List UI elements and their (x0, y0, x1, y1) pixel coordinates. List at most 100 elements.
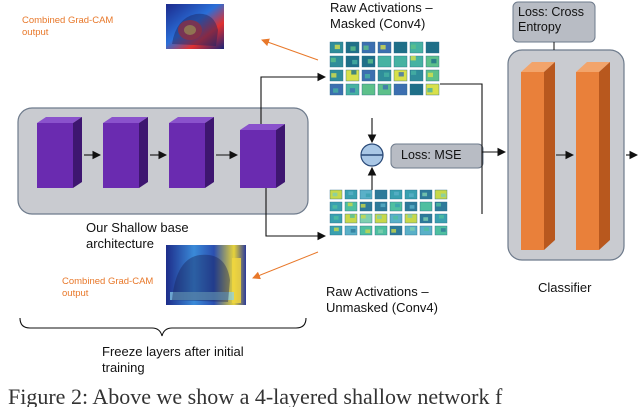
activation-thumbnail (409, 69, 424, 82)
activation-thumbnail (329, 55, 344, 68)
activation-highlight (360, 214, 366, 219)
activation-highlight (332, 205, 338, 209)
fc-layer-1 (521, 62, 555, 250)
activation-highlight (440, 193, 446, 198)
arrow-to-masked (260, 72, 327, 124)
classifier-label: Classifier (538, 280, 592, 295)
activation-highlight (395, 203, 400, 208)
activation-highlight (334, 44, 340, 50)
activation-highlight (363, 45, 369, 50)
loss-mse-box (390, 143, 484, 169)
activation-highlight (347, 202, 353, 207)
raw-unmasked-label: Raw Activations – Unmasked (Conv4) (326, 284, 438, 315)
activation-highlight (381, 59, 387, 64)
activation-highlight (360, 203, 366, 208)
activation-highlight (380, 191, 386, 196)
activation-highlight (424, 227, 429, 231)
activation-highlight (368, 86, 374, 91)
activation-highlight (382, 85, 389, 90)
activation-highlight (348, 191, 354, 196)
activation-highlight (410, 227, 415, 231)
activation-thumbnail (329, 69, 344, 82)
activation-highlight (396, 84, 403, 89)
gradcam-bottom-label: Combined Grad-CAM output (62, 276, 154, 299)
shallow-base-label: Our Shallow base architecture (86, 220, 189, 251)
activation-highlight (423, 217, 429, 221)
gradcam-top-image (166, 4, 224, 49)
freeze-label: Freeze layers after initial training (102, 344, 244, 375)
activation-highlight (422, 192, 428, 197)
activation-highlight (333, 216, 339, 220)
activation-highlight (410, 44, 416, 49)
conv-cube-3 (169, 117, 214, 188)
activation-highlight (391, 229, 397, 233)
raw-masked-label: Raw Activations – Masked (Conv4) (330, 0, 433, 31)
activation-thumbnail (409, 41, 424, 54)
activation-highlight (410, 56, 416, 61)
activation-thumbnail (344, 213, 358, 224)
conv-cube-4 (240, 124, 285, 188)
activation-highlight (352, 59, 358, 65)
activation-highlight (351, 70, 357, 75)
activation-highlight (440, 228, 446, 232)
activation-thumbnail (359, 201, 373, 212)
activation-highlight (408, 193, 414, 197)
gradcam-bottom-image (166, 245, 246, 305)
activation-highlight (331, 73, 337, 78)
activation-highlight (383, 72, 390, 77)
conv-cube-1 (37, 117, 82, 188)
loss-mse-label: Loss: MSE (401, 148, 462, 162)
freeze-brace (19, 317, 307, 337)
unmasked-activation-grid (329, 189, 448, 236)
activation-highlight (350, 229, 356, 233)
activation-highlight (394, 191, 399, 196)
figure-caption: Figure 2: Above we show a 4-layered shal… (8, 384, 503, 407)
activation-highlight (425, 202, 430, 207)
activation-highlight (429, 44, 435, 49)
activation-highlight (427, 72, 434, 78)
activation-highlight (380, 203, 386, 208)
activation-highlight (380, 45, 386, 50)
gradcam-top-label: Combined Grad-CAM output (22, 15, 114, 38)
activation-highlight (364, 73, 371, 79)
activation-highlight (427, 87, 433, 93)
orange-arrow-top (261, 38, 319, 61)
activation-highlight (376, 215, 382, 219)
fc-layer-2 (576, 62, 610, 250)
activation-highlight (436, 202, 441, 207)
activation-highlight (333, 88, 339, 93)
conv-cube-2 (103, 117, 148, 188)
activation-highlight (333, 227, 339, 232)
activation-thumbnail (434, 201, 448, 212)
activation-highlight (349, 88, 356, 93)
activation-thumbnail (393, 83, 408, 96)
shallow-base-panel (17, 107, 309, 215)
activation-thumbnail (393, 41, 408, 54)
orange-arrow-bottom (252, 251, 319, 280)
connector-to-classifier (440, 83, 483, 214)
activation-highlight (396, 57, 402, 63)
activation-highlight (365, 229, 371, 234)
activation-highlight (410, 70, 417, 75)
activation-highlight (398, 42, 404, 47)
arrow-to-unmasked (265, 188, 327, 241)
activation-highlight (407, 214, 413, 218)
activation-highlight (393, 215, 399, 220)
activation-highlight (409, 205, 415, 209)
activation-thumbnail (344, 201, 358, 212)
activation-highlight (413, 88, 419, 93)
activation-thumbnail (377, 83, 392, 96)
activation-highlight (367, 59, 373, 64)
activation-highlight (365, 193, 371, 198)
activation-highlight (431, 58, 437, 64)
activation-highlight (378, 229, 383, 234)
activation-thumbnail (345, 69, 360, 82)
activation-highlight (349, 214, 355, 218)
loss-ce-label: Loss: Cross Entropy (518, 5, 584, 34)
activation-highlight (332, 192, 338, 197)
activation-thumbnail (404, 213, 418, 224)
activation-thumbnail (409, 55, 424, 68)
activation-highlight (330, 57, 336, 63)
